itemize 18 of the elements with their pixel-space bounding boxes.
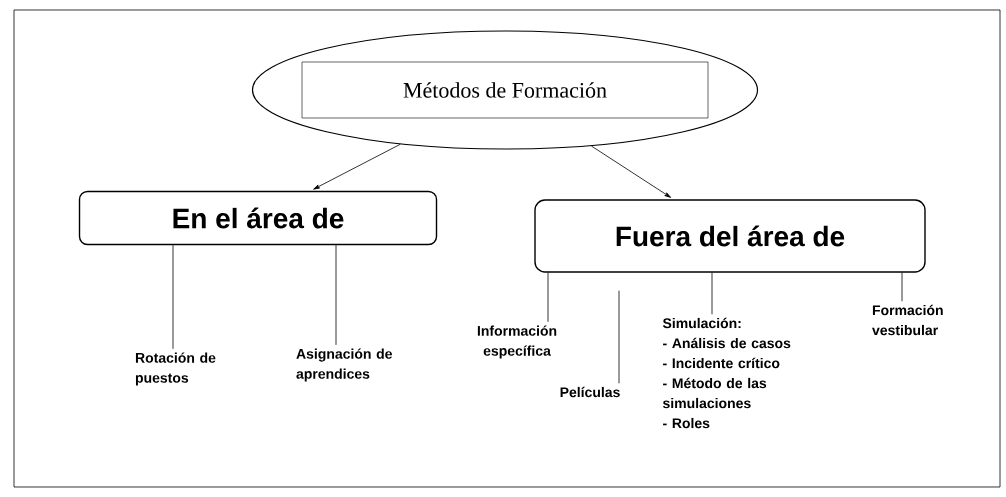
method-list: Simulación: - Análisis de casos - Incidente crítico - Método de las simulaciones - Roles — [662, 317, 791, 429]
connector-line — [711, 272, 713, 315]
method-label: Formación vestibular — [872, 304, 943, 336]
title-box: Métodos de Formación — [301, 61, 709, 119]
connector-line — [618, 290, 620, 384]
ellipse-shape — [251, 30, 759, 150]
category-box: Fuera del área de — [534, 199, 926, 273]
method-label: Películas — [560, 386, 620, 398]
category-box: En el área de — [78, 190, 438, 246]
connector-line — [547, 272, 549, 323]
connector-line — [335, 244, 337, 346]
arrow — [313, 143, 401, 190]
method-label: Rotación de puestos — [135, 352, 216, 386]
connector-line — [901, 272, 903, 302]
arrow — [591, 145, 672, 198]
connector-line — [172, 244, 174, 350]
method-label: Asignación de aprendices — [296, 348, 392, 382]
method-label: Información específica — [477, 325, 557, 359]
